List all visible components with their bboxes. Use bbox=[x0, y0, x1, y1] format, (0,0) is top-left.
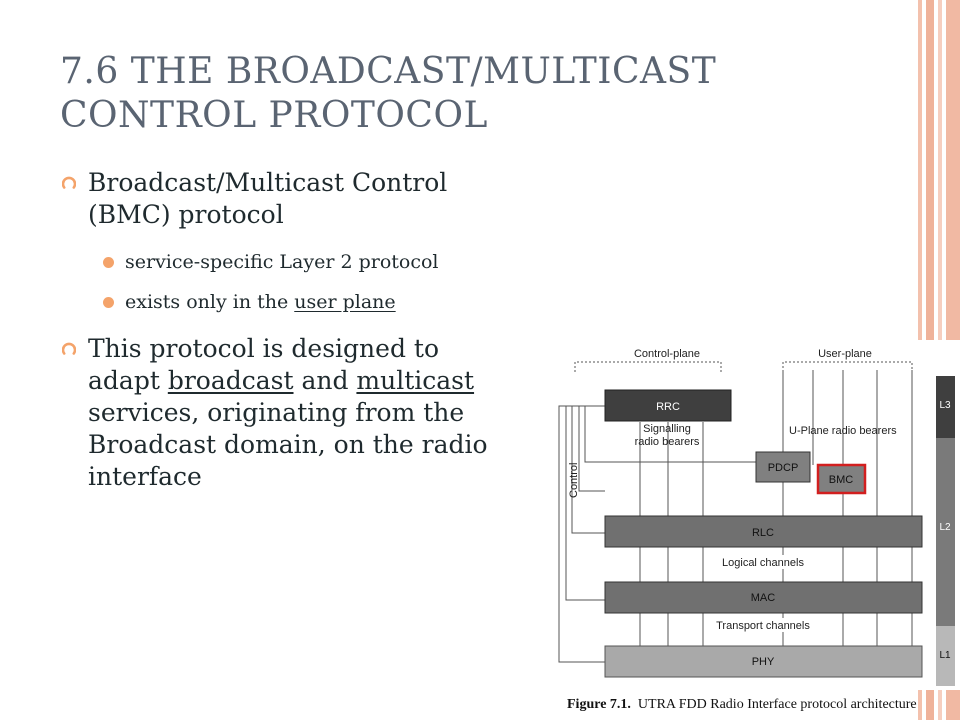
bullet-ring-icon bbox=[62, 342, 76, 355]
control-plane-label: Control-plane bbox=[634, 348, 700, 360]
rlc-label: RLC bbox=[752, 527, 774, 539]
user-plane-bracket bbox=[782, 361, 913, 372]
bullet-ring-icon bbox=[62, 176, 76, 189]
phy-label: PHY bbox=[752, 656, 775, 668]
logical-channels-label: Logical channels bbox=[722, 557, 804, 569]
sub-bullet-text: service-specific Layer 2 protocol bbox=[125, 251, 439, 273]
title-line-2: CONTROL PROTOCOL bbox=[60, 95, 488, 136]
l1-label: L1 bbox=[939, 650, 951, 661]
underlined-term: broadcast bbox=[167, 366, 294, 395]
underlined-term: user plane bbox=[294, 291, 396, 313]
signalling-label: Signalling bbox=[643, 423, 691, 435]
control-label: Control bbox=[568, 463, 580, 498]
control-lines bbox=[558, 405, 756, 663]
mac-label: MAC bbox=[751, 592, 776, 604]
sub-bullet-dot-icon bbox=[103, 257, 114, 268]
bmc-label: BMC bbox=[829, 474, 854, 486]
figure-caption: Figure 7.1. UTRA FDD Radio Interface pro… bbox=[567, 697, 917, 712]
slide-title: 7.6 THE BROADCAST/MULTICAST CONTROL PROT… bbox=[60, 50, 900, 138]
rrc-box bbox=[604, 389, 732, 422]
pdcp-box bbox=[755, 451, 811, 483]
pdcp-label: PDCP bbox=[768, 462, 799, 474]
phy-box bbox=[604, 645, 923, 678]
user-plane-label: User-plane bbox=[818, 348, 872, 360]
mac-box bbox=[604, 581, 923, 614]
layer-l2-bar bbox=[936, 438, 955, 626]
l3-label: L3 bbox=[939, 400, 951, 411]
control-plane-bracket bbox=[574, 361, 722, 372]
bullet-text: This protocol is designed to adapt broad… bbox=[88, 334, 488, 491]
transport-channels-label: Transport channels bbox=[716, 620, 810, 632]
layer-l1-bar bbox=[936, 626, 955, 686]
signalling-label: radio bearers bbox=[635, 436, 700, 448]
uplane-bearers-label: U-Plane radio bearers bbox=[789, 425, 897, 437]
bmc-box bbox=[816, 463, 867, 495]
l2-label: L2 bbox=[939, 522, 951, 533]
sub-bullet-text: exists only in the user plane bbox=[125, 291, 396, 313]
protocol-architecture-diagram: Control-plane User-plane RRC bbox=[555, 340, 960, 690]
bullet-text: Broadcast/Multicast Control (BMC) protoc… bbox=[88, 168, 448, 229]
rlc-box bbox=[604, 515, 923, 548]
underlined-term: multicast bbox=[356, 366, 475, 395]
rrc-label: RRC bbox=[656, 401, 680, 413]
sub-bullet-dot-icon bbox=[103, 297, 114, 308]
title-line-1: 7.6 THE BROADCAST/MULTICAST bbox=[60, 51, 717, 92]
layer-l3-bar bbox=[936, 376, 955, 438]
